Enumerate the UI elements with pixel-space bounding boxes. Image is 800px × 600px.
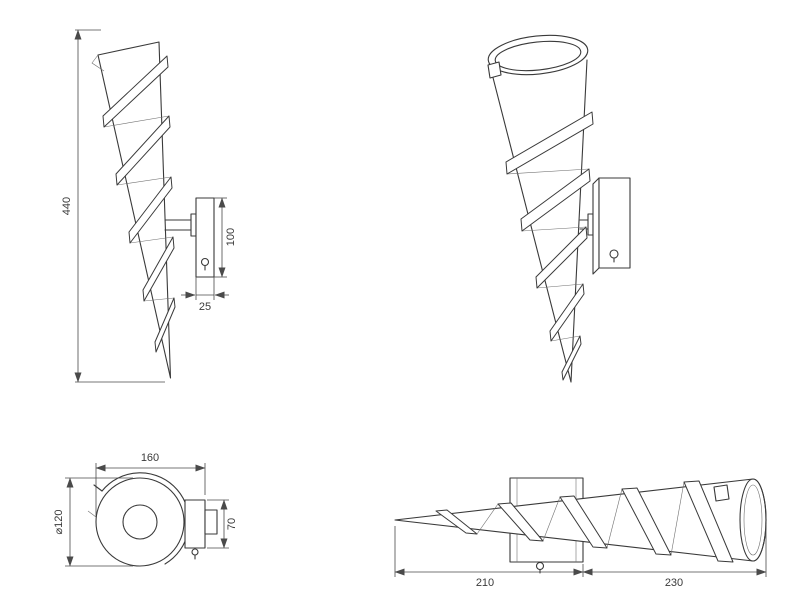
- spiral-ribbon-perspective: [505, 111, 594, 381]
- fold-notch: [91, 54, 105, 72]
- dim-bracket-width: 70: [207, 499, 238, 549]
- arm-collar: [587, 213, 594, 236]
- dim-overall-height: 440: [61, 29, 165, 383]
- dim-overall-width-label: 160: [141, 452, 159, 464]
- fold-notch: [87, 510, 97, 518]
- dim-shade-diameter: ⌀120: [53, 477, 133, 567]
- dim-bracket-width-label: 70: [226, 518, 238, 530]
- rim-clip: [713, 484, 730, 502]
- plate-side-face: [592, 177, 600, 275]
- dim-tip-to-bracket-label: 210: [476, 577, 494, 589]
- dim-overall-width: 160: [95, 452, 206, 517]
- cone-rim-profile: [713, 478, 767, 562]
- shade-top: [87, 472, 190, 567]
- perspective-view: [487, 34, 631, 383]
- ribbon-tail: [93, 484, 103, 492]
- dim-lengths: 210 230: [394, 524, 767, 589]
- spiral-ribbon-profile: [435, 480, 734, 563]
- dim-bracket-depth: 25: [181, 277, 229, 313]
- profile-view: 210 230: [394, 477, 767, 589]
- wall-bracket-perspective: [579, 177, 631, 275]
- arm-block: [204, 509, 218, 535]
- spiral-ribbon-side: [102, 55, 176, 353]
- rim-clip: [487, 61, 502, 79]
- shade-outer-circle: [95, 477, 185, 567]
- dim-bracket-to-rim-label: 230: [665, 577, 683, 589]
- dim-overall-height-label: 440: [61, 197, 73, 215]
- cone-rim: [487, 34, 589, 79]
- dim-bracket-depth-label: 25: [199, 301, 211, 313]
- dim-bracket-height: 100: [214, 197, 237, 278]
- mount-plate: [184, 499, 206, 549]
- dim-bracket-height-label: 100: [225, 228, 237, 246]
- mount-plate: [598, 177, 631, 269]
- side-view: 440: [61, 29, 237, 383]
- screw: [535, 561, 545, 571]
- shade-inner-circle: [122, 504, 158, 540]
- wall-bracket-side: [164, 197, 215, 278]
- torch-cone-side: [91, 41, 175, 379]
- top-view: 160 ⌀120 70: [53, 452, 238, 567]
- spiral-swirl: [101, 472, 190, 565]
- torch-cone-perspective: [488, 59, 590, 383]
- wall-bracket-top: [184, 499, 218, 560]
- mount-plate: [195, 197, 215, 278]
- dim-shade-diameter-label: ⌀120: [53, 510, 65, 535]
- screw: [191, 548, 199, 556]
- arm-collar: [190, 213, 197, 237]
